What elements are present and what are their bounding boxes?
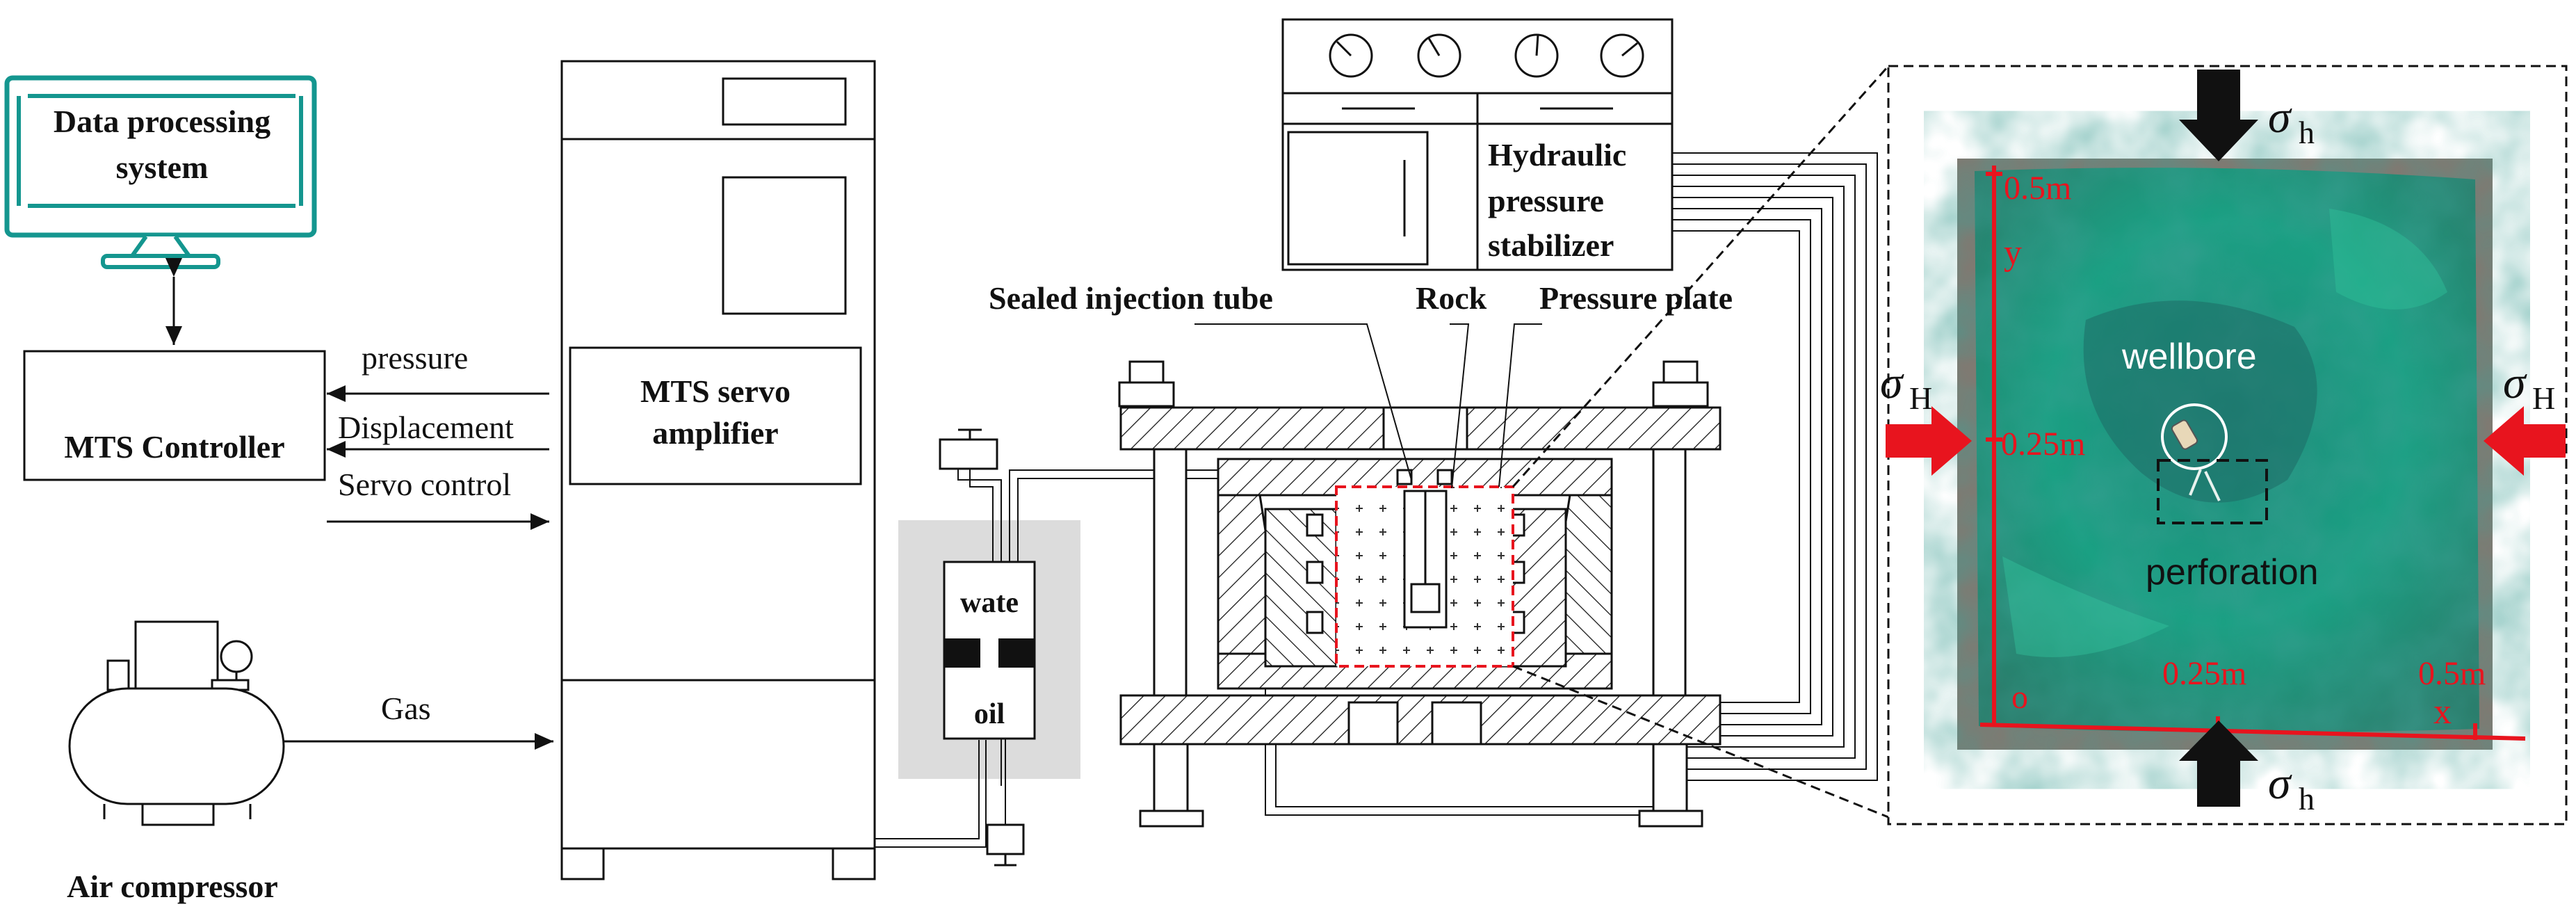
svg-text:h: h bbox=[2299, 781, 2315, 816]
gas-label: Gas bbox=[381, 691, 431, 726]
sealed-injection-tube-label: Sealed injection tube bbox=[989, 280, 1273, 316]
pressure-label: pressure bbox=[362, 340, 468, 376]
pressure-plate-label: Pressure plate bbox=[1539, 280, 1733, 316]
x-axis-label: x bbox=[2433, 692, 2452, 732]
pressure-plate-leader bbox=[1498, 323, 1542, 488]
rock-leader bbox=[1450, 323, 1470, 489]
svg-text:h: h bbox=[2299, 115, 2315, 150]
hydraulic-label-line1: Hydraulic bbox=[1488, 137, 1626, 172]
sigma-H-right-arrow bbox=[2484, 406, 2566, 476]
pressure-gauge-1 bbox=[1329, 33, 1373, 78]
pressure-gauge-3 bbox=[1514, 33, 1559, 78]
y-tick-top: 0.5m bbox=[2004, 170, 2071, 207]
hydraulic-label-line3: stabilizer bbox=[1488, 227, 1614, 263]
svg-text:σ: σ bbox=[2503, 357, 2527, 408]
mts-servo-cabinet: MTS servo amplifier bbox=[560, 60, 876, 880]
sigma-h-top-arrow bbox=[2179, 70, 2258, 161]
displacement-label: Displacement bbox=[338, 410, 514, 445]
loading-frame bbox=[1118, 360, 1722, 828]
perforation-label: perforation bbox=[2146, 552, 2319, 593]
water-label: wate bbox=[960, 587, 1019, 619]
water-oil-accumulator: wate oil bbox=[939, 428, 1036, 867]
origin-label: o bbox=[2011, 679, 2028, 716]
mts-servo-label-line1: MTS servo bbox=[640, 373, 791, 409]
sigma-H-right-label: σ H bbox=[2503, 357, 2555, 416]
hydraulic-label-line2: pressure bbox=[1488, 183, 1604, 218]
sigma-H-left-label: σ H bbox=[1880, 357, 1932, 416]
mts-controller-label: MTS Controller bbox=[64, 429, 284, 465]
mts-servo-label-line2: amplifier bbox=[652, 415, 778, 451]
y-tick-mid: 0.25m bbox=[2001, 426, 2085, 462]
servo-oil-pipe bbox=[875, 740, 980, 839]
data-processing-label-line2: system bbox=[116, 150, 209, 185]
air-compressor bbox=[68, 620, 285, 826]
specimen-photo bbox=[1957, 159, 2493, 750]
zoom-line-bottom bbox=[1512, 665, 1889, 819]
x-axis bbox=[1979, 723, 2526, 741]
svg-text:σ: σ bbox=[2268, 758, 2292, 809]
svg-text:σ: σ bbox=[2268, 92, 2292, 143]
svg-text:σ: σ bbox=[1880, 357, 1904, 408]
x-tick-mid: 0.25m bbox=[2162, 655, 2246, 692]
oil-label: oil bbox=[974, 698, 1005, 730]
y-axis-label: y bbox=[2004, 233, 2022, 273]
x-tick-right: 0.5m bbox=[2418, 655, 2486, 692]
svg-text:H: H bbox=[1909, 380, 1932, 416]
hydraulic-pressure-stabilizer: Hydraulic pressure stabilizer bbox=[1281, 18, 1674, 271]
air-compressor-label: Air compressor bbox=[67, 869, 278, 904]
servo-control-label: Servo control bbox=[338, 467, 511, 502]
sigma-H-left-arrow bbox=[1886, 406, 1972, 476]
svg-text:H: H bbox=[2532, 380, 2555, 416]
perforation-box bbox=[2157, 459, 2268, 524]
wellbore-label: wellbore bbox=[2121, 337, 2257, 377]
data-processing-label-line1: Data processing bbox=[54, 104, 270, 139]
rock-label: Rock bbox=[1416, 280, 1487, 316]
sigma-h-bottom-arrow bbox=[2179, 720, 2258, 807]
mts-controller-box: MTS Controller bbox=[23, 350, 326, 481]
data-processing-monitor: Data processing system bbox=[4, 75, 317, 269]
sealed-tube-leader bbox=[1194, 323, 1412, 481]
zoom-line-top bbox=[1512, 65, 1890, 488]
sigma-h-bottom-label: σ h bbox=[2268, 758, 2315, 816]
pressure-gauge-2 bbox=[1417, 33, 1461, 78]
sigma-h-top-label: σ h bbox=[2268, 92, 2315, 150]
pressure-gauge-4 bbox=[1600, 33, 1644, 78]
wellbore-circle bbox=[2161, 403, 2228, 470]
